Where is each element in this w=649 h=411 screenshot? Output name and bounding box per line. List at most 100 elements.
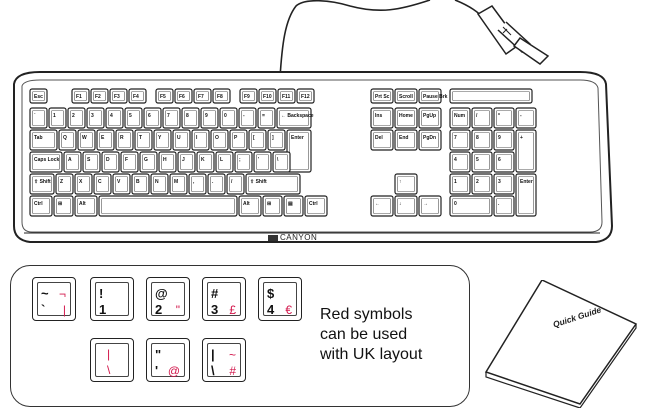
key-scroll: Scroll <box>394 88 418 104</box>
legend-key-uk-char: @ <box>167 364 180 378</box>
key-label: End <box>399 135 408 141</box>
key-label: ` <box>34 113 36 119</box>
key-label: K <box>201 157 205 163</box>
key-row1-9: 9 <box>200 107 219 129</box>
key-label: F8 <box>217 94 223 100</box>
key-label: F7 <box>198 94 204 100</box>
key-row2-6: Y <box>153 129 172 151</box>
key-label: Num <box>454 113 466 119</box>
key-row1-8: 8 <box>181 107 200 129</box>
key-row1-5: 5 <box>124 107 143 129</box>
key-num-plus: + <box>515 129 537 173</box>
key-label: ← Backspace <box>281 113 314 119</box>
key-label: Home <box>399 113 413 119</box>
legend-key-uk-char: £ <box>229 303 236 317</box>
key-num-9: 9 <box>493 129 515 151</box>
key-row3-10: ; <box>234 151 253 173</box>
key-row4-5: B <box>131 173 150 195</box>
key-label: Pause Brk <box>423 94 448 100</box>
key-row2-5: T <box>134 129 153 151</box>
key-label: F10 <box>263 94 272 100</box>
key-nav-3: Del <box>370 129 394 151</box>
key-label: 9 <box>205 113 208 119</box>
key-row2-8: I <box>191 129 210 151</box>
key-num-decimal: . <box>493 195 515 217</box>
key-label: Esc <box>34 94 43 100</box>
key-label: ⇧ Shift <box>34 179 51 185</box>
key-row4-8: , <box>188 173 207 195</box>
key-label: D <box>106 157 110 163</box>
key-f1: F1 <box>71 88 90 104</box>
key-label: Caps Lock <box>34 157 60 163</box>
key-num-4: 4 <box>449 151 471 173</box>
key-label: F9 <box>244 94 250 100</box>
key-row1-11: - <box>238 107 257 129</box>
key-f3: F3 <box>109 88 128 104</box>
key-label: F <box>125 157 128 163</box>
key-label: ↓ <box>399 201 402 207</box>
led-indicator-panel <box>449 88 533 104</box>
key-row2-3: E <box>96 129 115 151</box>
key-f6: F6 <box>174 88 193 104</box>
legend-key-uk-char: " <box>175 303 180 317</box>
key-row5-1: ⊞ <box>53 195 74 217</box>
legend-key-uk-char: \ <box>107 363 111 377</box>
key-label: Z <box>60 179 63 185</box>
key-row5-0: Ctrl <box>29 195 53 217</box>
key-label: Enter <box>291 135 304 141</box>
key-row2-12: ] <box>267 129 286 151</box>
key-row2-7: U <box>172 129 191 151</box>
key-row4-11: ⇧ Shift <box>245 173 301 195</box>
key-row2-1: Q <box>58 129 77 151</box>
key-row2-11: [ <box>248 129 267 151</box>
key-label: H <box>163 157 167 163</box>
note-line-2: can be used <box>320 326 408 343</box>
key-label: 6 <box>148 113 151 119</box>
key-row1-13: ← Backspace <box>276 107 314 129</box>
key-num-multiply: * <box>493 107 515 129</box>
key-label: 0 <box>224 113 227 119</box>
key-row2-2: W <box>77 129 96 151</box>
key-label: * <box>498 113 500 119</box>
uk-layout-note: Red symbols can be used with UK layout <box>320 305 470 365</box>
key-row1-7: 7 <box>162 107 181 129</box>
brand-name: CANYON <box>280 233 318 242</box>
key-label: ↑ <box>399 179 402 185</box>
key-prtsc: Prt Sc <box>370 88 394 104</box>
legend-key-2: @ 2 " <box>146 277 190 321</box>
key-row3-8: K <box>196 151 215 173</box>
legend-key-shift-char: " <box>155 347 162 362</box>
key-row1-6: 6 <box>143 107 162 129</box>
key-label: 7 <box>167 113 170 119</box>
key-label: V <box>117 179 121 185</box>
key-label: + <box>520 135 523 141</box>
key-row1-3: 3 <box>86 107 105 129</box>
legend-key-base-char: 1 <box>99 302 107 317</box>
legend-key-4: $ 4 € <box>258 277 302 321</box>
key-row3-12: \ <box>272 151 291 173</box>
key-numlock: Num <box>449 107 471 129</box>
key-f9: F9 <box>239 88 258 104</box>
key-label: J <box>182 157 185 163</box>
key-label: ] <box>272 135 274 141</box>
key-label: ▤ <box>288 201 293 207</box>
key-label: - <box>520 113 522 119</box>
legend-key-base-char: 4 <box>267 302 275 317</box>
key-label: , <box>193 179 195 185</box>
key-label: Ctrl <box>34 201 43 207</box>
usb-cable <box>279 0 487 79</box>
key-nav-2: PgUp <box>418 107 442 129</box>
key-label: 6 <box>498 157 501 163</box>
key-label: G <box>144 157 148 163</box>
key-label: 1 <box>454 179 457 185</box>
key-label: F4 <box>133 94 139 100</box>
key-row4-1: Z <box>55 173 74 195</box>
key-label: ⇧ Shift <box>250 179 267 185</box>
key-row3-5: G <box>139 151 158 173</box>
key-row2-0: Tab <box>29 129 58 151</box>
key-row3-7: J <box>177 151 196 173</box>
legend-key-shift-char: $ <box>267 286 275 301</box>
key-label: → <box>423 201 428 207</box>
key-label: F1 <box>76 94 82 100</box>
